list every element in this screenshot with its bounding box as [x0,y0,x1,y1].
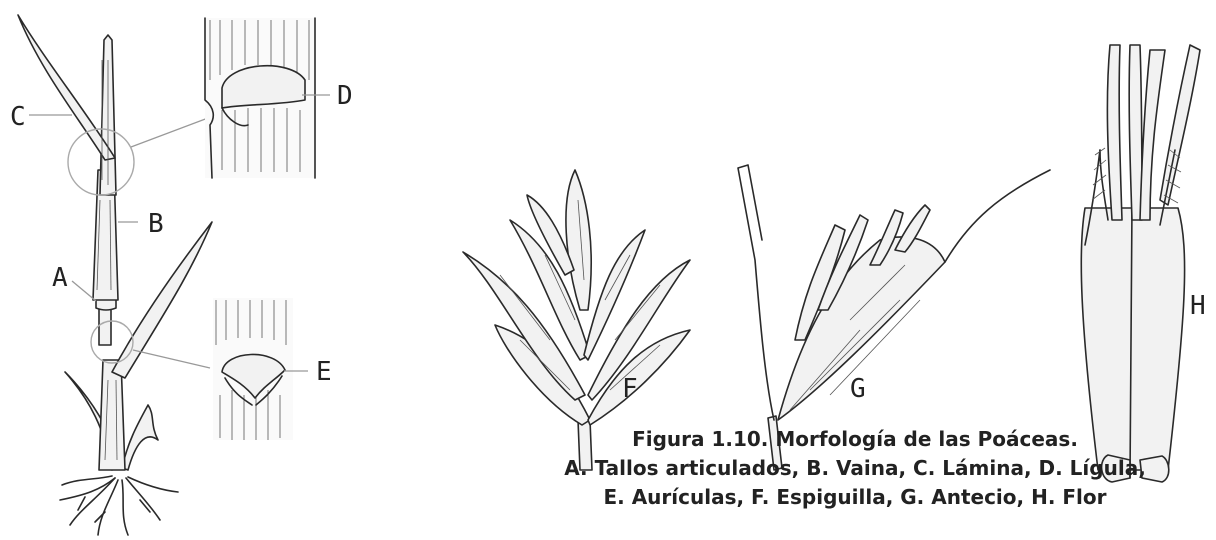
roots [60,476,178,535]
label-H: H [1190,291,1206,321]
caption-line-1: Figura 1.10. Morfología de las Poáceas. [505,425,1205,454]
caption-line-3: E. Aurículas, F. Espiguilla, G. Antecio,… [505,483,1205,512]
leader-auricles [133,350,210,368]
label-F: F [622,374,638,404]
label-C: C [10,102,26,132]
leader-ligule [131,118,208,147]
label-A: A [52,263,68,293]
ligule-detail [205,18,315,178]
detail-circle-auricles [91,321,133,363]
label-B: B [148,209,164,239]
lower-leaf-blade [112,222,212,378]
auricles-detail [213,298,293,440]
leaf-blade [18,15,115,160]
flower-illustration [1081,45,1200,482]
leader-A [72,281,96,301]
basal-leaf-right [122,405,158,470]
label-G: G [850,374,866,404]
caption-line-2: A. Tallos articulados, B. Vaina, C. Lámi… [505,454,1205,483]
figure-caption: Figura 1.10. Morfología de las Poáceas. … [505,425,1205,512]
grass-plant-illustration [18,15,212,535]
label-E: E [316,357,332,387]
label-D: D [337,81,353,111]
